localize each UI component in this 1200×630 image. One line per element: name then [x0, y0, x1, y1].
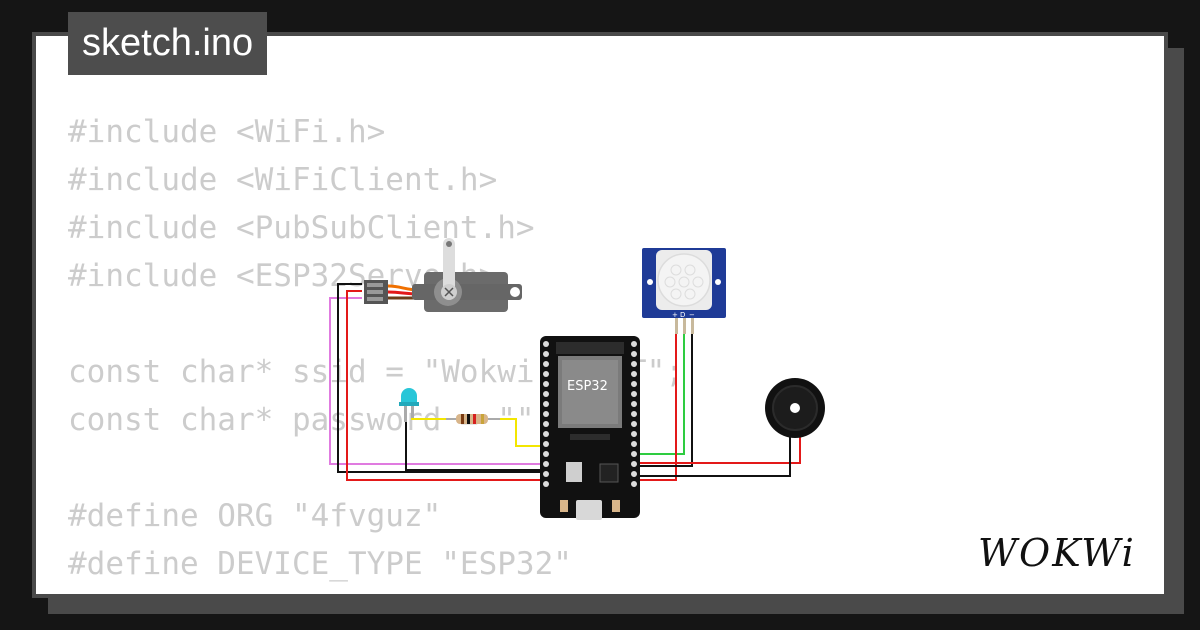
wire-green — [636, 318, 685, 455]
wire-black-pir — [636, 318, 693, 467]
code-line: #define DEVICE_TYPE "ESP32" — [68, 546, 572, 582]
led-icon — [399, 388, 419, 422]
wire-black-led — [405, 412, 544, 471]
wokwi-logo-text: WOKWi — [978, 531, 1136, 575]
wokwi-logo[interactable]: WOKWi — [976, 528, 1151, 576]
pir-sensor-icon: + D − — [642, 248, 726, 334]
wire-red-servo — [346, 290, 544, 481]
esp32-board-icon: ESP32 — [540, 336, 640, 520]
board-pin-rows — [543, 341, 637, 487]
code-line: #include <WiFi.h> — [68, 114, 386, 150]
servo-icon — [364, 238, 522, 312]
code-line: #include <PubSubClient.h> — [68, 210, 535, 246]
pir-pin-label-gnd: − — [689, 311, 695, 319]
pir-pin-label-vcc: + — [672, 311, 678, 319]
wire-black-buzzer — [636, 436, 791, 477]
wire-red-buzzer — [636, 436, 801, 464]
esp32-chip-label: ESP32 — [567, 379, 608, 394]
wire-yellow — [494, 418, 544, 447]
code-line: #include <WiFiClient.h> — [68, 162, 498, 198]
buzzer-icon — [765, 378, 825, 438]
wire-yellow-led — [411, 412, 450, 420]
code-line: #define ORG "4fvguz" — [68, 498, 442, 534]
file-tab[interactable]: sketch.ino — [68, 12, 268, 75]
resistor-icon — [446, 414, 500, 424]
wire-black-servo — [337, 283, 544, 473]
wire-pink — [329, 297, 544, 465]
code-preview-card: #include <WiFi.h> #include <WiFiClient.h>… — [32, 32, 1168, 598]
wire-red-pir — [636, 318, 677, 481]
wires — [329, 283, 801, 481]
pir-pin-label-d: D — [680, 311, 685, 319]
